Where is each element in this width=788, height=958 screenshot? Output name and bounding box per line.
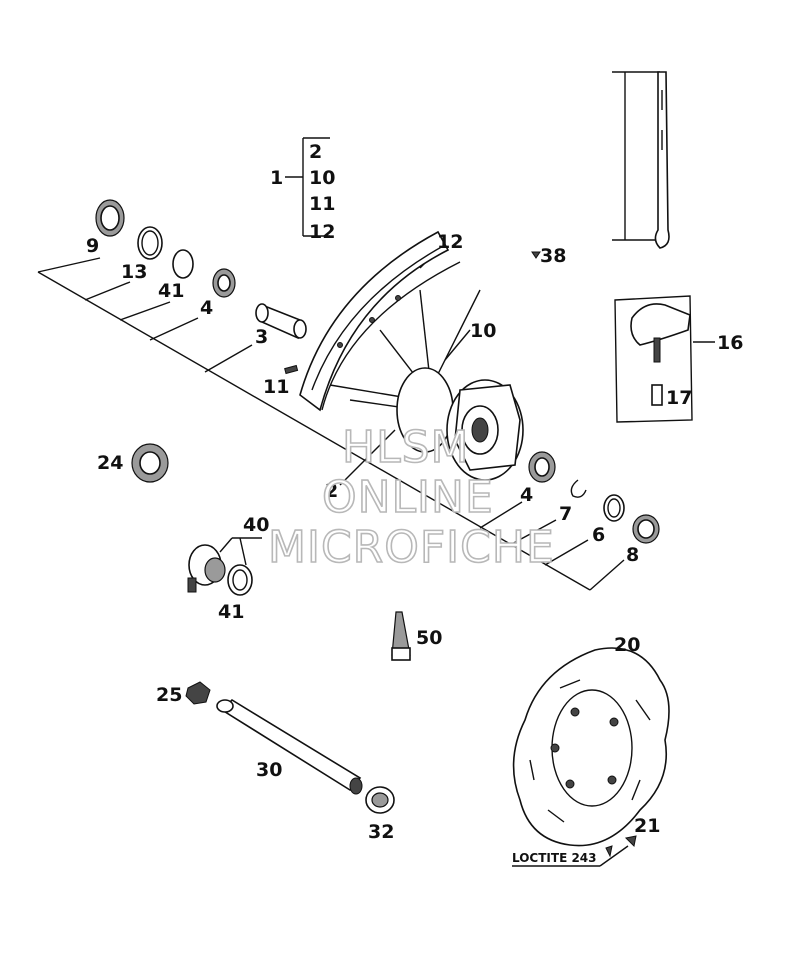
spoke-length-gauge xyxy=(612,71,670,249)
watermark-line-1: HLSM xyxy=(342,422,470,473)
label-24: 24 xyxy=(97,452,123,474)
left-bearing-set xyxy=(95,199,307,375)
label-9: 9 xyxy=(86,235,99,257)
label-25: 25 xyxy=(156,684,182,706)
label-3: 3 xyxy=(255,326,268,348)
part-labels: 1 2 10 11 12 12 10 11 9 13 41 4 3 38 16 … xyxy=(86,141,743,865)
loctite-note: LOCTITE 243 xyxy=(512,851,597,865)
label-1: 1 xyxy=(270,167,283,189)
speedo-drive xyxy=(187,544,253,596)
wheel-hub xyxy=(396,367,524,481)
label-16: 16 xyxy=(717,332,743,354)
label-41-top: 41 xyxy=(158,280,184,302)
label-50: 50 xyxy=(416,627,442,649)
right-bearing-set xyxy=(528,451,660,544)
leader-lines xyxy=(37,137,715,867)
label-11: 11 xyxy=(263,376,289,398)
label-4-right: 4 xyxy=(520,484,533,506)
label-41-bottom: 41 xyxy=(218,601,244,623)
valve-box xyxy=(614,295,693,423)
label-13: 13 xyxy=(121,261,147,283)
spacer-24 xyxy=(131,443,169,483)
label-40: 40 xyxy=(243,514,269,536)
label-8: 8 xyxy=(626,544,639,566)
small-part-38 xyxy=(531,251,541,259)
watermark-line-2: ONLINE xyxy=(322,472,494,523)
label-10-group: 10 xyxy=(309,167,335,189)
label-2-group: 2 xyxy=(309,141,322,163)
label-7: 7 xyxy=(559,503,572,525)
label-17: 17 xyxy=(666,387,692,409)
label-38: 38 xyxy=(540,245,566,267)
label-11-group: 11 xyxy=(309,193,335,215)
valve-50 xyxy=(391,611,411,661)
label-20: 20 xyxy=(614,634,640,656)
axle xyxy=(185,681,395,814)
label-21: 21 xyxy=(634,815,660,837)
label-12: 12 xyxy=(437,231,463,253)
label-2: 2 xyxy=(325,480,338,502)
label-4-left: 4 xyxy=(200,297,213,319)
watermark: HLSM ONLINE MICROFICHE xyxy=(267,421,555,574)
label-12-group: 12 xyxy=(309,221,335,243)
label-32: 32 xyxy=(368,821,394,843)
watermark-line-3: MICROFICHE xyxy=(268,522,555,573)
brake-disc xyxy=(512,647,670,858)
label-30: 30 xyxy=(256,759,282,781)
wheel-rim xyxy=(299,230,481,412)
label-10: 10 xyxy=(470,320,496,342)
label-6: 6 xyxy=(592,524,605,546)
